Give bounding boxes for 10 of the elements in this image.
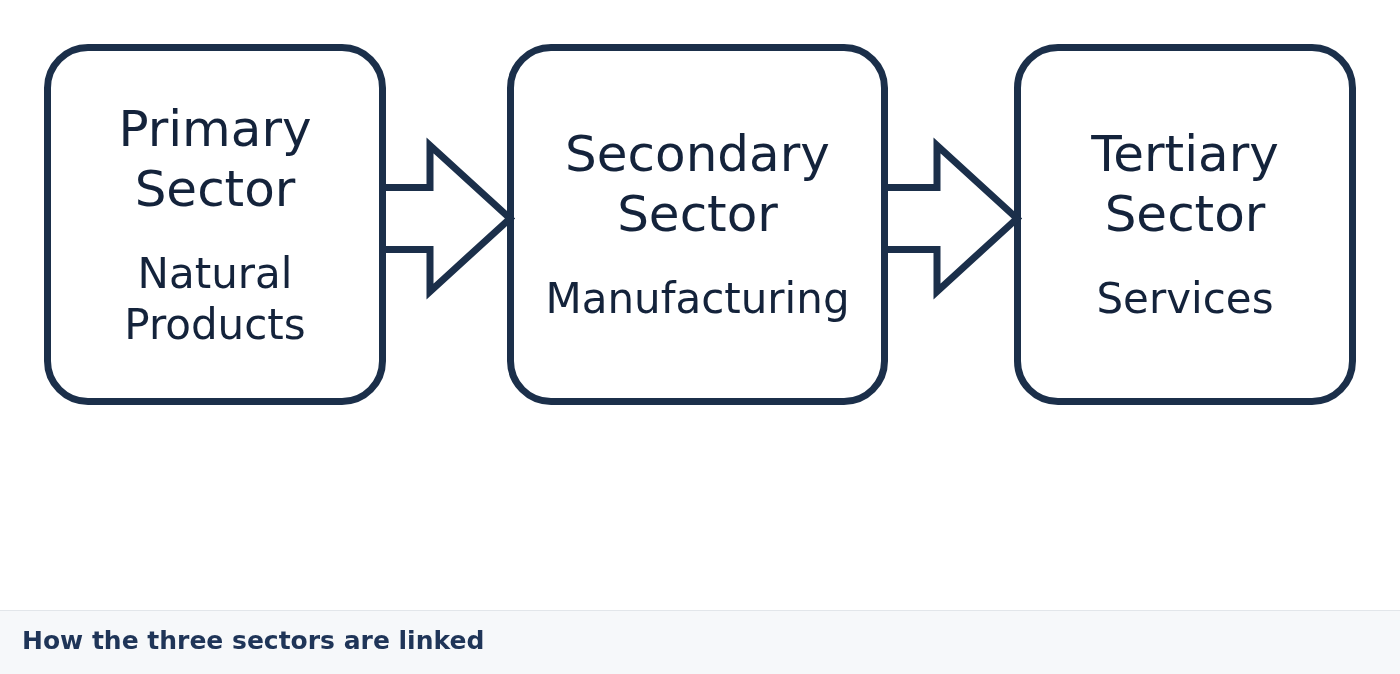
caption: How the three sectors are linked (22, 626, 485, 655)
sector-box (44, 44, 386, 405)
sector-box (1014, 44, 1356, 405)
sector-description: Services (1096, 274, 1274, 325)
sector-description: Manufacturing (545, 274, 850, 325)
sector-title: Secondary Sector (564, 124, 831, 245)
sector-title: Primary Sector (117, 99, 313, 220)
sector-box (507, 44, 888, 405)
sector-title: Tertiary Sector (1090, 124, 1280, 245)
sector-description: Natural Products (123, 249, 307, 350)
